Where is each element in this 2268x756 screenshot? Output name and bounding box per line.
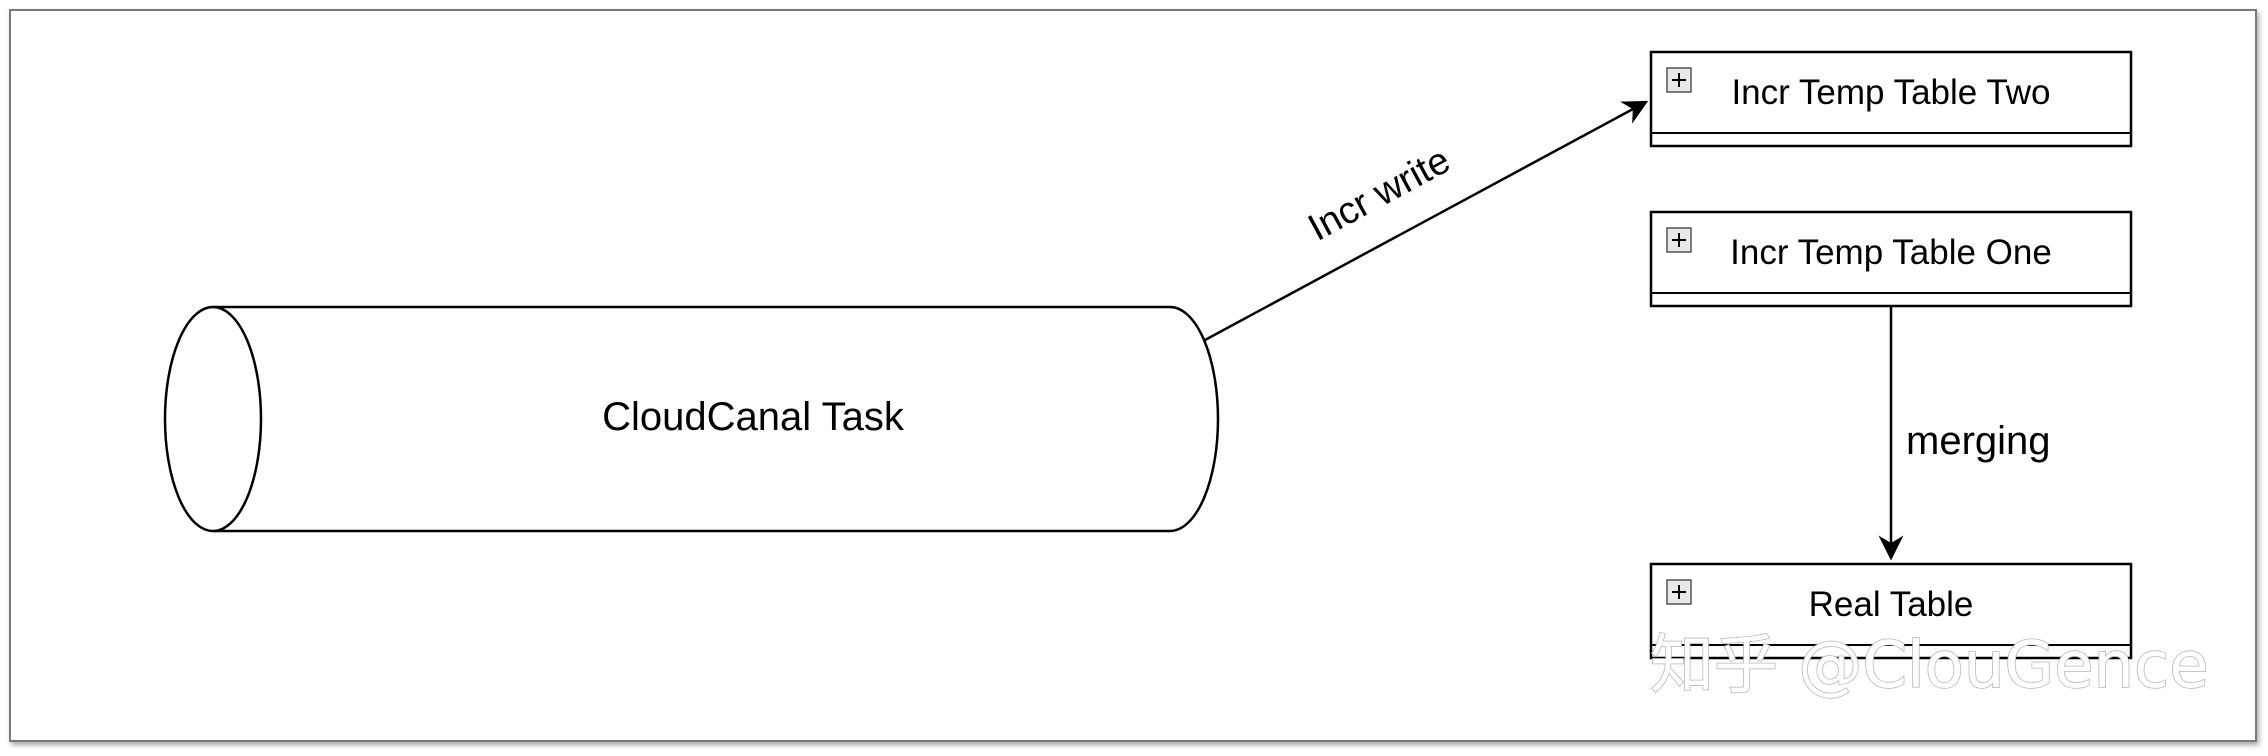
incr-write-edge[interactable]: Incr write xyxy=(1204,100,1649,342)
table-real[interactable]: Real Table xyxy=(1649,562,2133,660)
table-label: Incr Temp Table Two xyxy=(1731,73,2050,112)
merging-edge[interactable]: merging xyxy=(1878,306,2051,561)
table-incr-temp-one[interactable]: Incr Temp Table One xyxy=(1649,210,2133,308)
plus-box-icon[interactable] xyxy=(1666,579,1692,605)
watermark: 知乎 @ClouGence xyxy=(1650,629,2209,703)
plus-box-icon[interactable] xyxy=(1666,227,1692,253)
plus-box-icon[interactable] xyxy=(1666,67,1692,93)
task-label: CloudCanal Task xyxy=(602,395,905,439)
table-incr-temp-two[interactable]: Incr Temp Table Two xyxy=(1649,50,2133,148)
table-label: Incr Temp Table One xyxy=(1730,233,2052,272)
table-label: Real Table xyxy=(1809,585,1974,624)
incr-write-label: Incr write xyxy=(1302,139,1458,249)
cloudcanal-task-cylinder[interactable]: CloudCanal Task xyxy=(163,305,1220,533)
merging-label: merging xyxy=(1906,419,2051,463)
